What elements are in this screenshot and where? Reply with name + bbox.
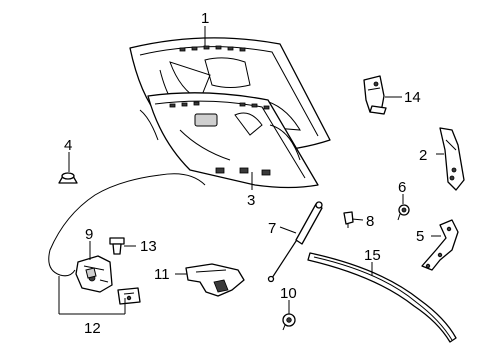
callout-12: 12 bbox=[84, 320, 101, 337]
callout-15: 15 bbox=[364, 247, 381, 264]
bolt-6 bbox=[397, 204, 410, 221]
callout-10: 10 bbox=[280, 285, 297, 302]
hood-hinge-bracket bbox=[439, 127, 465, 191]
hood-latch bbox=[75, 255, 113, 293]
bumper-stop bbox=[109, 237, 125, 255]
safety-catch bbox=[117, 287, 141, 305]
callout-9: 9 bbox=[85, 226, 93, 243]
clip-8 bbox=[343, 211, 354, 228]
callout-6: 6 bbox=[398, 179, 406, 196]
hood-seal bbox=[307, 252, 457, 343]
hood-bracket-upper bbox=[363, 75, 387, 115]
leader-lines bbox=[58, 26, 444, 315]
callout-4: 4 bbox=[64, 137, 72, 154]
callout-7: 7 bbox=[268, 220, 276, 237]
callout-11: 11 bbox=[154, 266, 170, 283]
callout-3: 3 bbox=[247, 192, 255, 209]
hood-inner-panel bbox=[139, 92, 319, 189]
callout-1: 1 bbox=[201, 10, 209, 27]
callout-13: 13 bbox=[140, 238, 157, 255]
gas-strut bbox=[267, 201, 323, 283]
callout-5: 5 bbox=[416, 228, 424, 245]
hood-plug bbox=[58, 172, 78, 184]
bolt-10 bbox=[282, 313, 296, 331]
callout-8: 8 bbox=[366, 213, 374, 230]
latch-support bbox=[185, 263, 245, 297]
callout-14: 14 bbox=[404, 89, 421, 106]
release-cable bbox=[48, 173, 206, 277]
callout-labels: 1 2 3 4 5 6 7 8 9 10 11 12 13 14 15 bbox=[64, 10, 427, 337]
callout-2: 2 bbox=[419, 147, 427, 164]
hood-hinge bbox=[421, 219, 459, 271]
